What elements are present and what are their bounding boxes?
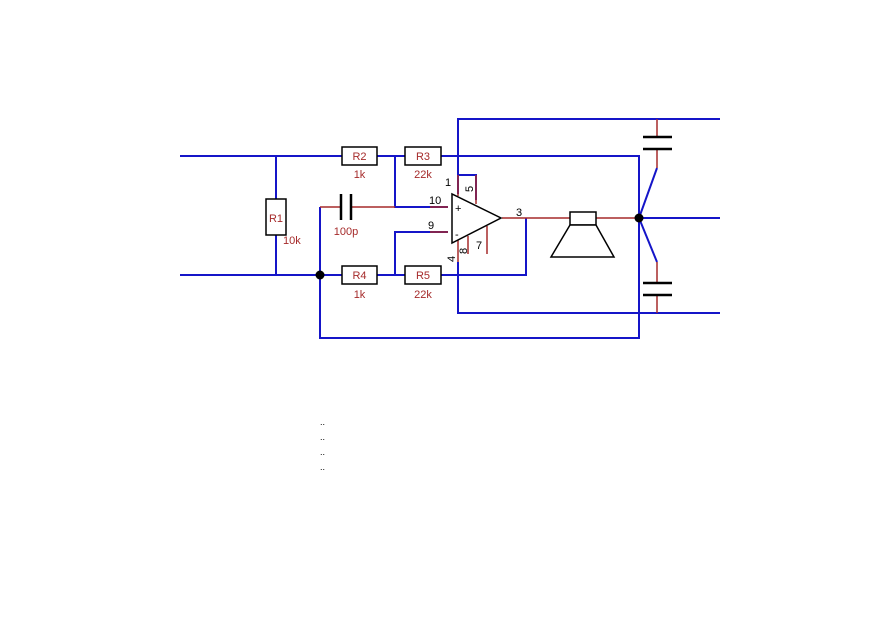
note-line: .. — [320, 417, 325, 427]
pin-9-label: 9 — [428, 220, 434, 232]
r3-value: 22k — [414, 169, 432, 181]
pin-5-label: 5 — [464, 186, 476, 192]
wires — [180, 118, 720, 339]
opamp: + - 10 9 1 3 5 4 8 7 — [428, 177, 522, 262]
wire-diag-top — [638, 167, 658, 219]
pin-1-label: 1 — [445, 177, 451, 189]
note-line: .. — [320, 462, 325, 472]
wire-bottom-rail — [457, 262, 720, 314]
r4-value: 1k — [354, 289, 366, 301]
resistor-r1: R1 10k — [265, 198, 301, 247]
pin-3-label: 3 — [516, 207, 522, 219]
note-line: .. — [320, 432, 325, 442]
capacitor-icon — [643, 135, 672, 151]
capacitor-icon: 100p — [334, 194, 358, 238]
wire-top-rail — [457, 118, 720, 194]
pin-8-label: 8 — [458, 248, 470, 254]
wire-r5-out — [441, 218, 527, 276]
speaker-icon — [549, 211, 616, 258]
wire-r3-out — [441, 155, 640, 218]
resistor-r3: R3 22k — [404, 146, 442, 181]
pin-4-label: 4 — [446, 256, 458, 262]
opamp-plus-sign: + — [455, 203, 461, 215]
r3-ref: R3 — [416, 151, 430, 163]
r1-value: 10k — [283, 235, 301, 247]
pin-7-label: 7 — [476, 240, 482, 252]
r5-value: 22k — [414, 289, 432, 301]
resistor-r5: R5 22k — [404, 265, 442, 301]
resistor-r2: R2 1k — [341, 146, 378, 181]
r4-ref: R4 — [352, 270, 366, 282]
r1-ref: R1 — [269, 213, 283, 225]
capacitor-icon — [643, 281, 672, 297]
resistor-r4: R4 1k — [341, 265, 378, 301]
notes-list: .. .. .. .. — [320, 417, 325, 472]
opamp-body — [451, 192, 503, 245]
leads — [320, 119, 658, 313]
opamp-minus-sign: - — [455, 229, 459, 241]
pin-10-label: 10 — [429, 195, 441, 207]
junction-dot-icon — [634, 213, 644, 223]
c1-value: 100p — [334, 226, 358, 238]
wire-diag-bottom — [638, 217, 658, 263]
r2-value: 1k — [354, 169, 366, 181]
r5-ref: R5 — [416, 270, 430, 282]
wire-feedback-loop — [319, 218, 640, 339]
note-line: .. — [320, 447, 325, 457]
junction-dot-icon — [315, 270, 325, 280]
r2-ref: R2 — [352, 151, 366, 163]
